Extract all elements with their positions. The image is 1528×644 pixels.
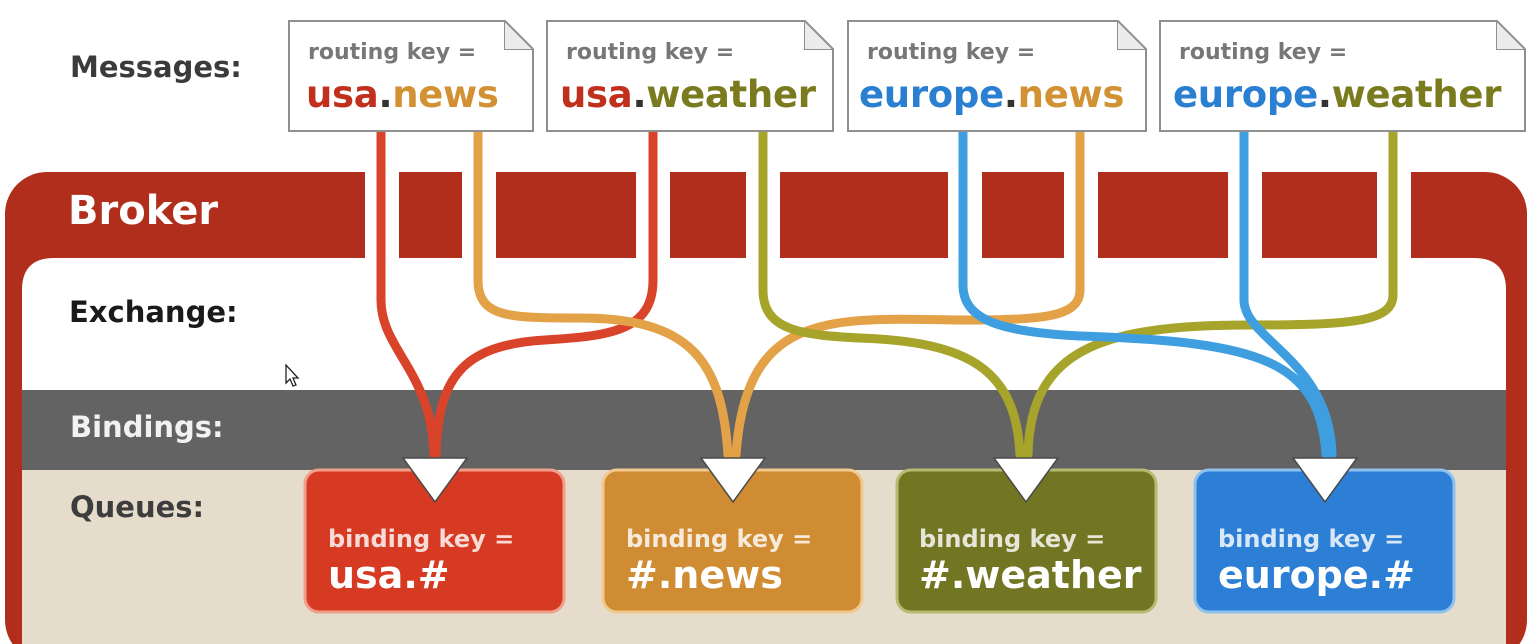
arrowhead-down-icon xyxy=(1291,457,1359,504)
line-europe-weather-to-weather xyxy=(1023,127,1398,460)
key-separator: . xyxy=(378,73,393,116)
line-europe-news-to-europe xyxy=(958,127,1331,460)
routing-key-value: europe.weather xyxy=(1173,73,1501,116)
key-region: europe xyxy=(1173,73,1318,116)
queue-weather-binding-label: binding key = xyxy=(919,525,1106,553)
message-card-europe-news: routing key = europe.news xyxy=(847,20,1147,132)
mouse-pointer-icon xyxy=(285,363,300,387)
key-region: usa xyxy=(306,73,379,116)
line-usa-news-to-news xyxy=(473,127,733,460)
broker-label: Broker xyxy=(68,188,219,234)
queue-weather-binding-key: #.weather xyxy=(919,553,1142,597)
arrowhead-down-icon xyxy=(699,457,767,504)
routing-key-label: routing key = xyxy=(566,40,735,65)
key-topic: news xyxy=(1017,73,1125,116)
queue-europe-binding-label: binding key = xyxy=(1218,525,1405,553)
arrowhead-down-icon xyxy=(992,457,1060,504)
key-separator: . xyxy=(632,73,647,116)
queue-usa-binding-label: binding key = xyxy=(328,525,515,553)
page-fold-icon xyxy=(1117,20,1147,50)
arrowhead-down-icon xyxy=(401,457,469,504)
line-europe-weather-to-europe xyxy=(1239,127,1337,460)
page-fold-icon xyxy=(804,20,834,50)
exchange-label: Exchange: xyxy=(69,295,238,329)
queue-usa-binding-key: usa.# xyxy=(328,553,450,597)
line-usa-weather-to-usa xyxy=(431,127,658,460)
message-card-usa-weather: routing key = usa.weather xyxy=(546,20,834,132)
page-fold-icon xyxy=(1496,20,1526,50)
routing-key-label: routing key = xyxy=(308,40,477,65)
routing-lines xyxy=(376,127,1398,460)
key-topic: weather xyxy=(1331,73,1502,116)
page-fold-icon xyxy=(504,20,534,50)
routing-key-label: routing key = xyxy=(867,40,1036,65)
routing-key-value: usa.news xyxy=(306,73,499,116)
exchange-area xyxy=(22,258,1506,392)
queue-news-binding-label: binding key = xyxy=(626,525,813,553)
queue-news-binding-key: #.news xyxy=(626,553,783,597)
line-usa-news-to-usa xyxy=(376,127,439,460)
message-card-europe-weather: routing key = europe.weather xyxy=(1159,20,1526,132)
queues-label: Queues: xyxy=(70,490,205,524)
bindings-label: Bindings: xyxy=(70,410,224,444)
routing-key-label: routing key = xyxy=(1179,40,1348,65)
messages-label: Messages: xyxy=(70,50,242,84)
routing-key-value: usa.weather xyxy=(560,73,816,116)
arrowheads xyxy=(401,457,1359,504)
key-region: europe xyxy=(859,73,1004,116)
message-card-usa-news: routing key = usa.news xyxy=(288,20,534,132)
key-region: usa xyxy=(560,73,633,116)
queue-europe-binding-key: europe.# xyxy=(1218,553,1415,597)
key-separator: . xyxy=(1003,73,1018,116)
routing-key-value: europe.news xyxy=(859,73,1124,116)
key-topic: news xyxy=(392,73,499,116)
line-europe-news-to-news xyxy=(731,127,1085,460)
key-topic: weather xyxy=(646,73,816,116)
line-usa-weather-to-weather xyxy=(758,127,1025,460)
key-separator: . xyxy=(1317,73,1332,116)
